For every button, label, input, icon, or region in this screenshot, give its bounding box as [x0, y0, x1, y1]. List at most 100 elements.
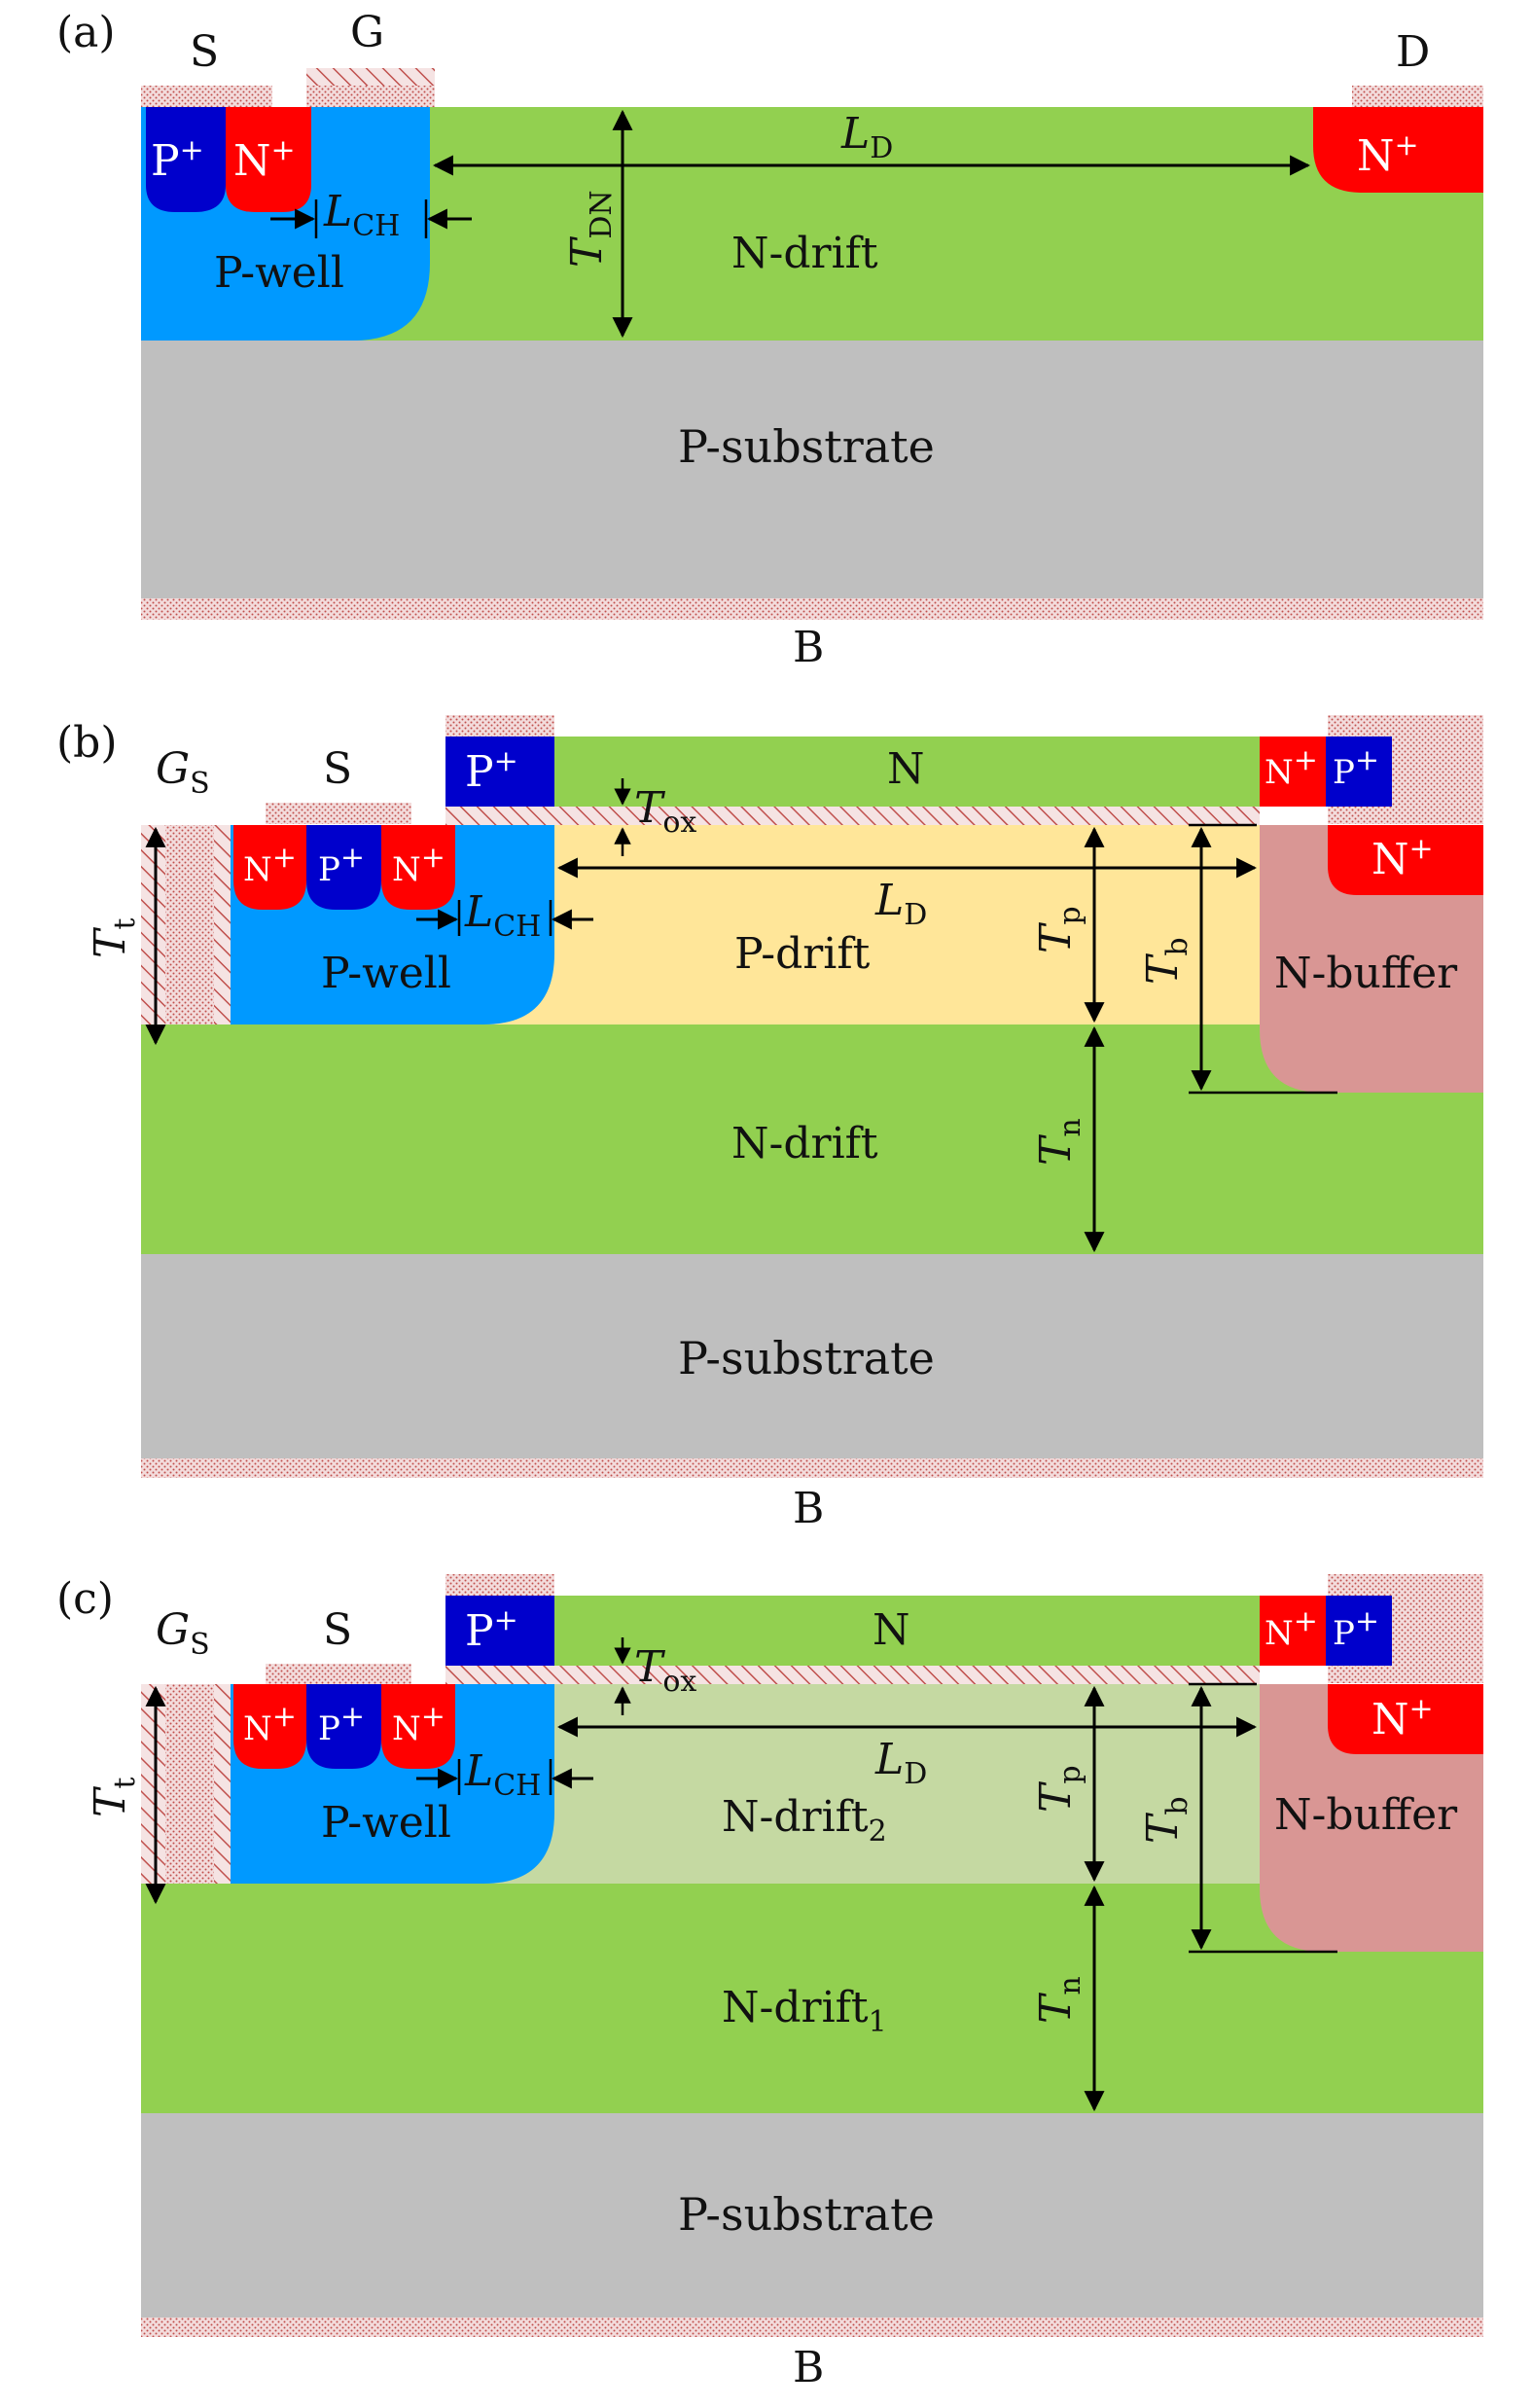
p-well-label-a: P-well: [214, 248, 344, 298]
source-contact-b: [266, 803, 411, 824]
ld-label-b: LD: [874, 876, 927, 932]
top-p-plus-right-label-b: P+: [1333, 743, 1379, 792]
top-oxide-b: [445, 807, 1260, 826]
n-drift1-region-c: [141, 1884, 1483, 2113]
panel-b: (b) GS S D P+ N N+ P+ N+ P+ N+: [56, 715, 1483, 1533]
source-n-plus-2-c: [381, 1684, 455, 1769]
drain-n-plus-a: [1313, 107, 1483, 193]
trench-gate-label-b: GS: [156, 744, 210, 801]
top-p-plus-c: [445, 1596, 554, 1666]
panel-a: (a) S G D P+ N+ P-well N-drift N+ P-subs…: [56, 8, 1483, 672]
body-label-a: B: [793, 623, 824, 672]
p-well-label-c: P-well: [321, 1798, 451, 1848]
substrate-label-a: P-substrate: [678, 420, 935, 473]
top-n-plus-label-c: N+: [1265, 1604, 1318, 1653]
source-n-plus-1-c: [233, 1684, 306, 1769]
tt-label-b: Tt: [86, 918, 142, 958]
gate-label-a: G: [350, 8, 384, 57]
panel-c-tag: (c): [56, 1574, 114, 1624]
top-n-label-c: N: [873, 1605, 910, 1655]
trench-gate-b: [165, 825, 214, 1031]
source-label-a: S: [190, 27, 219, 77]
tp-label-b: Tp: [1031, 906, 1087, 953]
source-contact-c: [266, 1664, 411, 1685]
n-plus-label-a: N+: [233, 133, 296, 186]
top-p-plus-contact-b: [445, 715, 554, 737]
tb-label-b: Tb: [1138, 937, 1194, 985]
top-n-plus-label-b: N+: [1265, 743, 1318, 792]
drain-n-plus-label-b: N+: [1372, 832, 1434, 884]
top-p-plus-right-label-c: P+: [1333, 1604, 1379, 1653]
panel-b-tag: (b): [56, 718, 118, 768]
ld-label-a: LD: [840, 109, 893, 165]
src-n-plus-2-label-c: N+: [392, 1700, 445, 1748]
substrate-region-a: [141, 341, 1483, 598]
source-p-plus-b: [306, 825, 381, 910]
tp-label-c: Tp: [1031, 1765, 1087, 1813]
n-buffer-label-c: N-buffer: [1274, 1790, 1458, 1840]
lch-label-c: LCH: [464, 1746, 541, 1803]
lch-label-a: LCH: [323, 187, 400, 243]
top-p-plus-contact-c: [445, 1574, 554, 1596]
top-p-plus-right-b: [1326, 737, 1392, 807]
top-p-plus-b: [445, 737, 554, 807]
body-contact-a: [141, 598, 1483, 620]
source-label-c: S: [323, 1605, 352, 1655]
lch-label-b: LCH: [464, 887, 541, 944]
n-drift1-label-c: N-drift1: [722, 1983, 887, 2039]
top-oxide-c: [445, 1666, 1260, 1685]
n-buffer-label-b: N-buffer: [1274, 949, 1458, 998]
source-p-plus-a: [146, 107, 226, 212]
drain-n-plus-label-a: N+: [1357, 128, 1419, 181]
tox-label-b: Tox: [634, 783, 696, 840]
src-p-plus-label-b: P+: [318, 841, 365, 889]
src-n-plus-2-label-b: N+: [392, 841, 445, 889]
top-n-b: [554, 737, 1260, 807]
ld-label-c: LD: [874, 1735, 927, 1791]
substrate-label-c: P-substrate: [678, 2188, 935, 2241]
tdn-label-a: TDN: [562, 190, 619, 268]
source-n-plus-1-b: [233, 825, 306, 910]
p-well-label-b: P-well: [321, 949, 451, 998]
tox-label-c: Tox: [634, 1642, 696, 1699]
n-drift2-label-c: N-drift2: [722, 1792, 887, 1849]
n-drift-region-b: [141, 1024, 1483, 1254]
top-n-label-b: N: [887, 744, 925, 794]
source-n-plus-2-b: [381, 825, 455, 910]
p-plus-label-a: P+: [151, 133, 204, 186]
n-drift-label-b: N-drift: [731, 1119, 878, 1168]
source-n-plus-a: [226, 107, 311, 212]
drain-n-plus-c: [1328, 1684, 1483, 1754]
top-n-c: [554, 1596, 1260, 1666]
trench-gate-label-c: GS: [156, 1605, 210, 1662]
drain-label-a: D: [1396, 27, 1430, 77]
source-label-b: S: [323, 744, 352, 794]
panel-a-tag: (a): [56, 8, 116, 57]
substrate-label-b: P-substrate: [678, 1332, 935, 1384]
p-drift-label-b: P-drift: [734, 929, 871, 979]
drain-n-plus-b: [1328, 825, 1483, 895]
drain-contact-a: [1352, 86, 1483, 107]
tt-label-c: Tt: [86, 1778, 142, 1817]
body-label-c: B: [793, 2343, 824, 2392]
top-n-plus-c: [1260, 1596, 1326, 1666]
top-p-plus-label-b: P+: [465, 744, 518, 797]
drain-n-plus-label-c: N+: [1372, 1692, 1434, 1744]
body-contact-b: [141, 1458, 1483, 1478]
panel-c: (c) GS S D P+ N N+ P+ N+ P+ N+ P-well N-…: [56, 1574, 1483, 2392]
n-drift-label-a: N-drift: [731, 229, 878, 278]
top-n-plus-b: [1260, 737, 1326, 807]
top-p-plus-label-c: P+: [465, 1603, 518, 1656]
substrate-region-c: [141, 2113, 1483, 2318]
src-n-plus-1-label-c: N+: [243, 1700, 297, 1748]
substrate-region-b: [141, 1254, 1483, 1458]
src-p-plus-label-c: P+: [318, 1700, 365, 1748]
trench-gate-c: [165, 1684, 214, 1890]
src-n-plus-1-label-b: N+: [243, 841, 297, 889]
tn-label-c: Tn: [1031, 1976, 1087, 2024]
tn-label-b: Tn: [1031, 1118, 1087, 1166]
body-contact-c: [141, 2318, 1483, 2337]
source-contact-a: [141, 86, 272, 107]
